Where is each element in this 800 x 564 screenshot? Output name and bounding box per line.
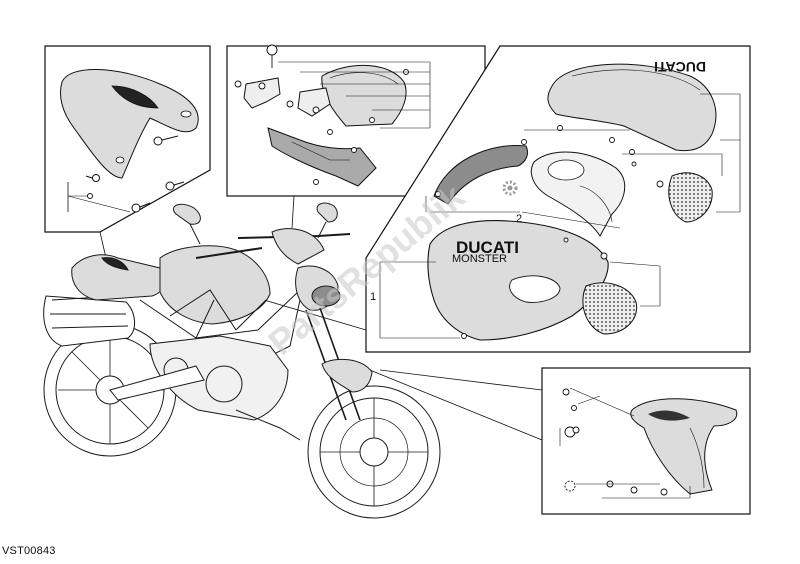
- bracket-part[interactable]: [243, 77, 281, 109]
- model-logo: MONSTER: [452, 253, 507, 265]
- seat-cowl-part[interactable]: [60, 68, 199, 179]
- mesh-grille-part[interactable]: [668, 172, 713, 223]
- headlight-mount-part[interactable]: [267, 127, 377, 187]
- tank-top-cover-part[interactable]: [547, 63, 717, 152]
- brand-logo: DUCATI: [456, 238, 519, 257]
- panel-front-mudguard: [541, 367, 751, 515]
- front-mudguard-part[interactable]: [630, 398, 738, 495]
- side-cover-part[interactable]: [433, 144, 529, 205]
- gear-icon: [502, 180, 518, 196]
- brand-logo-reversed: DUCATI: [654, 59, 706, 75]
- mesh-grille-part[interactable]: [582, 282, 638, 335]
- panel-tank-covers: DUCATI DUCATI MONSTER 1 2: [365, 45, 751, 353]
- diagram-reference-code: VST00843: [2, 545, 56, 557]
- panel-seat-cowl: [44, 45, 211, 233]
- motorcycle-illustration: [43, 202, 441, 519]
- screw-icon: [85, 135, 185, 213]
- callout-number: 1: [370, 291, 376, 303]
- bracket-part[interactable]: [297, 87, 331, 117]
- callout-number: 2: [516, 213, 522, 225]
